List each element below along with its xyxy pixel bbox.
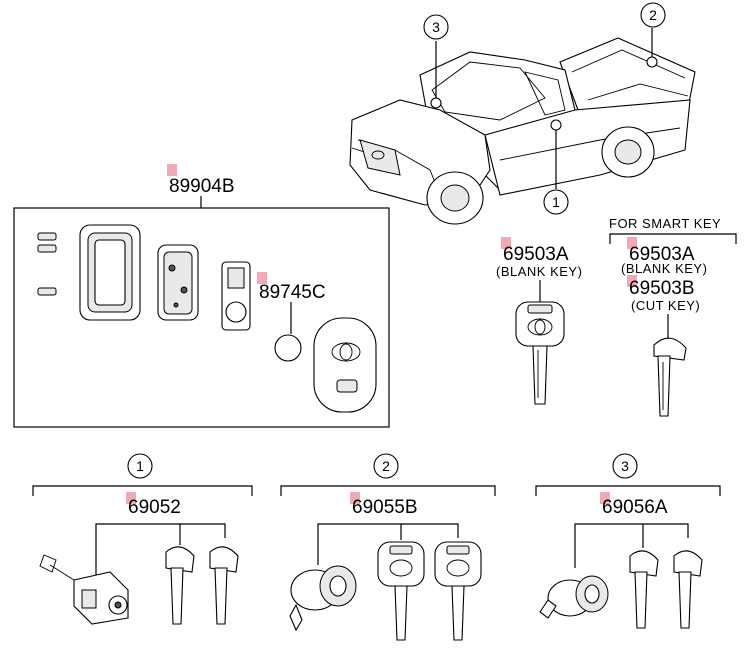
cut-key-illustration [653, 337, 687, 417]
front-wheel [426, 171, 484, 225]
lock-set-1: 1 69052 [32, 453, 253, 625]
remote-case-cover [79, 224, 141, 321]
highlight-marker [257, 272, 267, 284]
set-3-callout: 3 [621, 458, 629, 474]
part-number-69055B: 69055B [352, 497, 418, 518]
highlight-marker [600, 492, 610, 504]
remote-kit-frame [13, 207, 390, 428]
part-number-69503A: 69503A [503, 244, 569, 265]
door-key-2 [434, 541, 482, 641]
highlight-marker [167, 164, 177, 176]
door-key-3 [629, 550, 659, 629]
part-number-69056A: 69056A [602, 497, 668, 518]
rear-wheel [601, 126, 655, 178]
callout-3-label: 3 [432, 19, 440, 35]
pickup-truck-illustration [349, 37, 696, 225]
highlight-marker [350, 492, 360, 504]
remote-kit-group: 89904B 8 [13, 164, 390, 428]
part-number-89745C: 89745C [259, 282, 326, 303]
callout-2-label: 2 [649, 7, 657, 23]
truck-callout-1: 1 [543, 130, 569, 215]
highlight-marker [627, 275, 637, 287]
ignition-key-2 [209, 546, 239, 625]
ignition-key-1 [165, 546, 195, 625]
smart-blank-key-description: (BLANK KEY) [621, 261, 707, 276]
lock-set-3: 3 69056A [535, 453, 721, 629]
ignition-cylinder [39, 554, 129, 625]
set-2-callout: 2 [382, 458, 390, 474]
battery-89745C: 89745C [257, 272, 326, 362]
part-number-89904B: 89904B [169, 176, 235, 197]
part-number-69052: 69052 [128, 497, 181, 518]
door-key-1 [377, 541, 425, 641]
blank-key-group: 69503A (BLANK KEY) [496, 237, 582, 405]
remote-circuit-board [157, 244, 199, 321]
truck-callout-2: 2 [640, 2, 666, 57]
adhesive-pads [37, 232, 57, 296]
smart-key-fob [313, 317, 377, 413]
part-number-69503B: 69503B [629, 278, 695, 299]
smart-cut-key-description: (CUT KEY) [631, 298, 700, 313]
truck-callout-3: 3 [423, 14, 449, 98]
smart-key-heading: FOR SMART KEY [609, 216, 721, 231]
lock-set-2: 2 69055B [280, 453, 496, 641]
blank-key-description: (BLANK KEY) [496, 264, 582, 279]
smart-key-group: FOR SMART KEY 69503A (BLANK KEY) 69503B … [609, 216, 737, 417]
battery-holder [221, 261, 251, 331]
highlight-marker [501, 237, 511, 249]
door-key-4 [673, 550, 703, 629]
highlight-marker [126, 492, 136, 504]
highlight-marker [627, 237, 637, 249]
callout-1-label: 1 [552, 194, 560, 210]
set-1-callout: 1 [136, 458, 144, 474]
part-number-smart-69503A: 69503A [629, 244, 695, 265]
blank-key-illustration [515, 301, 565, 405]
door-lock-cylinder [539, 575, 609, 619]
tailgate-lock-cylinder [289, 565, 357, 632]
